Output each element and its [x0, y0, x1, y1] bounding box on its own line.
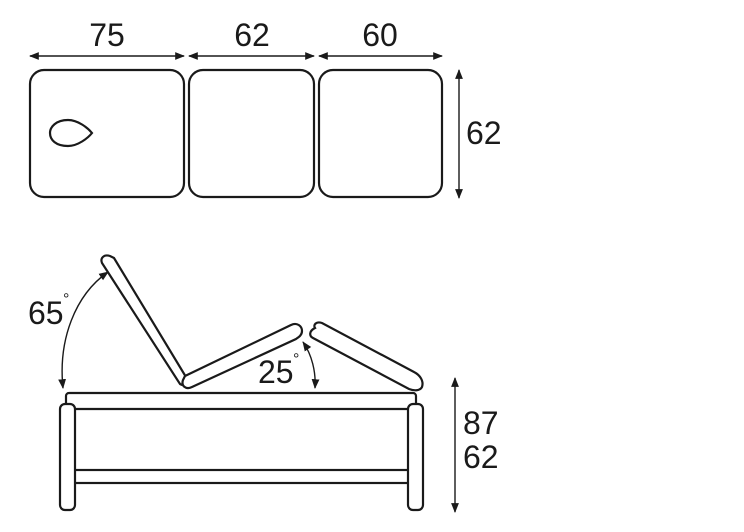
face-hole: [48, 118, 94, 148]
frame-top-rail: [64, 391, 418, 411]
backrest-angle-degree-symbol: °: [63, 291, 69, 308]
middle-section: [181, 322, 304, 390]
right-leg: [406, 402, 425, 512]
backrest-angle-label: 65: [28, 295, 64, 331]
backrest-section: [100, 254, 188, 386]
depth-label: 62: [466, 115, 502, 151]
head-cushion: [28, 68, 186, 199]
leg-angle-degree-symbol: °: [293, 351, 299, 368]
top-view: 75 62 60 62: [28, 17, 502, 199]
leg-angle-arc: [302, 341, 320, 389]
frame-bottom-rail: [72, 468, 411, 485]
head-width-label: 75: [89, 17, 125, 53]
max-height-label: 87: [463, 405, 499, 441]
foot-cushion: [317, 68, 444, 199]
leg-section: [309, 321, 424, 392]
leg-angle-label: 25: [258, 354, 294, 390]
middle-cushion: [187, 68, 316, 199]
left-leg: [58, 402, 77, 512]
middle-width-label: 62: [234, 17, 270, 53]
min-height-label: 62: [463, 439, 499, 475]
backrest-angle-arc: [58, 271, 109, 389]
foot-width-label: 60: [362, 17, 398, 53]
side-view: 65 ° 25 ° 87 62: [28, 254, 499, 513]
